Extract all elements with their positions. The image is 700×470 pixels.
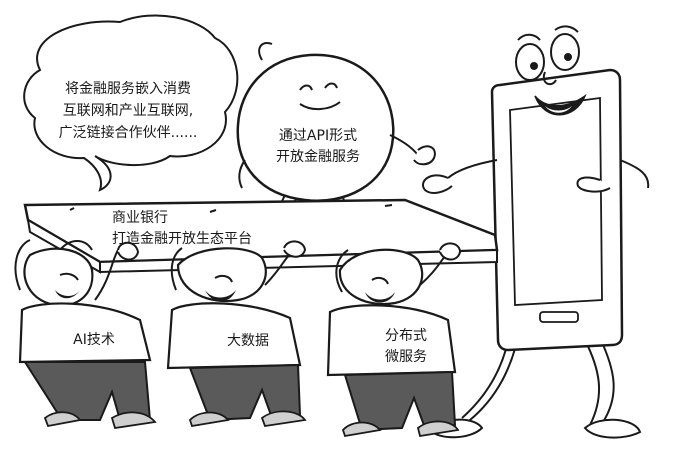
phone-home-button bbox=[539, 311, 579, 323]
speech-bubble: 将金融服务嵌入消费 互联网和产业互联网, 广泛链接合作伙伴...... bbox=[23, 14, 239, 192]
plank-line-1: 商业银行 bbox=[112, 210, 168, 226]
carrier-micro-line-2: 微服务 bbox=[385, 349, 427, 365]
bubble-line-2: 互联网和产业互联网, bbox=[63, 103, 193, 119]
bubble-line-1: 将金融服务嵌入消费 bbox=[65, 81, 191, 97]
carrier-bigdata-label: 大数据 bbox=[227, 333, 269, 349]
carrier-microservices: 分布式 微服务 bbox=[326, 242, 462, 438]
plank-line-2: 打造金融开放生态平台 bbox=[112, 230, 252, 247]
ball-line-2: 开放金融服务 bbox=[276, 149, 360, 165]
carrier-ai-label: AI技术 bbox=[73, 332, 115, 348]
ball-line-1: 通过API形式 bbox=[279, 128, 357, 144]
carrier-bigdata: 大数据 bbox=[166, 240, 307, 428]
phone-right-eye bbox=[550, 33, 580, 71]
bubble-line-3: 广泛链接合作伙伴...... bbox=[59, 124, 198, 141]
phone-left-eye bbox=[515, 43, 545, 81]
carrier-micro-line-1: 分布式 bbox=[385, 328, 427, 344]
carrier-ai: AI技术 bbox=[14, 239, 157, 430]
